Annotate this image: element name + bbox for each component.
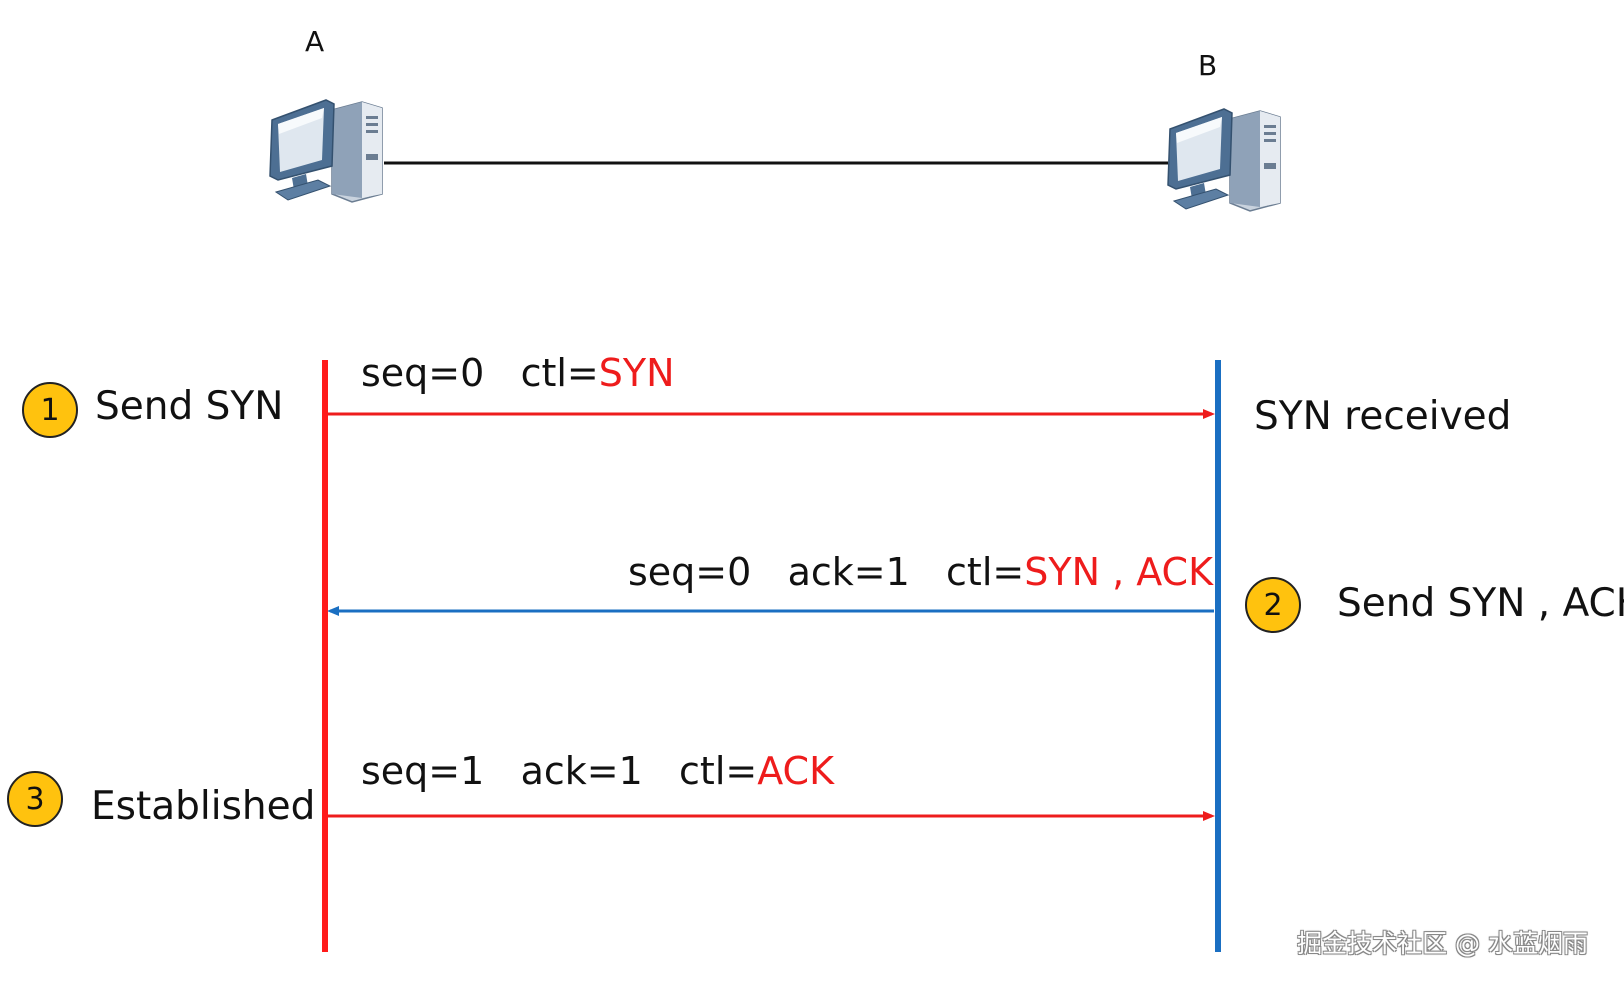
step-1-badge: 1 [22, 382, 78, 438]
message-flags: SYN [598, 351, 675, 395]
host-b-timeline [1215, 360, 1221, 952]
message-seq: seq=0 [628, 550, 752, 594]
message-seq: seq=0 [361, 351, 485, 395]
watermark: 掘金技术社区 @ 水蓝烟雨 [1297, 929, 1588, 958]
message-ack: ack=1 [520, 749, 643, 793]
message-ack: ack=1 [787, 550, 910, 594]
message-ctl: ctl= [679, 749, 758, 793]
message-ack-label: seq=1 ack=1 ctl=ACK [361, 752, 834, 790]
host-b-computer-icon [1160, 103, 1286, 217]
message-ctl: ctl= [946, 550, 1025, 594]
message-seq: seq=1 [361, 749, 485, 793]
message-flags: ACK [757, 749, 835, 793]
host-a-timeline [322, 360, 328, 952]
host-a-computer-icon [262, 94, 388, 208]
message-ctl: ctl= [520, 351, 599, 395]
step-2-badge: 2 [1245, 577, 1301, 633]
arrow-syn [328, 409, 1215, 419]
step-3-badge: 3 [7, 771, 63, 827]
message-syn-label: seq=0 ctl=SYN [361, 354, 675, 392]
message-syn-ack-label: seq=0 ack=1 ctl=SYN , ACK [628, 553, 1213, 591]
step-3-label: Established [91, 784, 316, 829]
host-a-label: A [305, 25, 325, 58]
step-1-label: Send SYN [95, 384, 284, 429]
step-2-label: Send SYN , ACK [1337, 581, 1624, 626]
arrow-syn-ack [327, 606, 1214, 616]
message-flags: SYN , ACK [1024, 550, 1214, 594]
host-b-label: B [1198, 49, 1218, 82]
state-syn-received: SYN received [1254, 394, 1512, 439]
arrow-ack [328, 811, 1215, 821]
